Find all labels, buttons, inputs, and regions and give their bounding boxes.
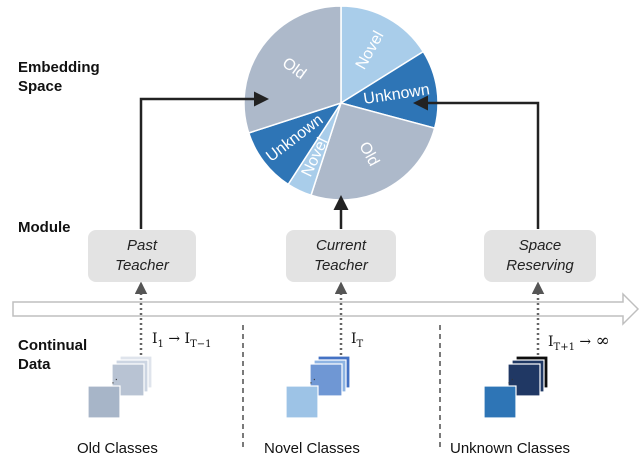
novel-index: IT bbox=[351, 331, 364, 350]
space-reserving-line2: Reserving bbox=[506, 257, 574, 274]
novel-classes-stack: ⋰ bbox=[285, 355, 351, 419]
past-teacher-line2: Teacher bbox=[115, 257, 169, 274]
continual-label-line2: Data bbox=[18, 356, 51, 373]
current-teacher-line2: Teacher bbox=[314, 257, 368, 274]
embedding-label-line2: Space bbox=[18, 78, 63, 95]
space-reserving-module: Space Reserving bbox=[484, 230, 596, 282]
unknown-classes-caption: Unknown Classes bbox=[450, 440, 571, 457]
old-stack-front-frame bbox=[87, 385, 121, 419]
pie-segment-old-bottom bbox=[310, 102, 436, 201]
current-teacher-module: Current Teacher bbox=[286, 230, 396, 282]
module-label: Module bbox=[18, 219, 71, 236]
old-index-range: I1 → IT−1 bbox=[152, 331, 212, 350]
past-teacher-line1: Past bbox=[126, 237, 157, 254]
pie-segment-unknown-left bbox=[247, 101, 343, 186]
unknown-classes-stack: ⋰ bbox=[483, 355, 549, 419]
old-stack-ellipsis: ⋰ bbox=[108, 378, 118, 389]
space-reserving-line1: Space bbox=[518, 237, 562, 254]
space-reserving-arrow bbox=[413, 95, 540, 229]
unknown-index-range: IT+1 → ∞ bbox=[548, 331, 610, 353]
embedding-space-label: Embedding Space bbox=[18, 58, 100, 96]
continual-label-line1: Continual bbox=[18, 337, 88, 354]
old-classes-caption: Old Classes bbox=[77, 440, 158, 457]
current-teacher-line1: Current bbox=[315, 237, 367, 254]
past-teacher-module: Past Teacher bbox=[88, 230, 196, 282]
old-classes-stack: ⋰ bbox=[87, 355, 153, 419]
pie-segment-novel-top bbox=[340, 5, 425, 105]
unknown-stack-ellipsis: ⋰ bbox=[504, 378, 514, 389]
novel-classes-caption: Novel Classes bbox=[264, 440, 360, 457]
timeline-arrow bbox=[12, 292, 640, 326]
past-teacher-arrow bbox=[139, 91, 269, 229]
embedding-label-line1: Embedding bbox=[18, 59, 100, 76]
continual-data-label: Continual Data bbox=[18, 336, 87, 374]
novel-stack-ellipsis: ⋰ bbox=[306, 378, 316, 389]
unknown-stack-front-frame bbox=[483, 385, 517, 419]
novel-stack-front-frame bbox=[285, 385, 319, 419]
